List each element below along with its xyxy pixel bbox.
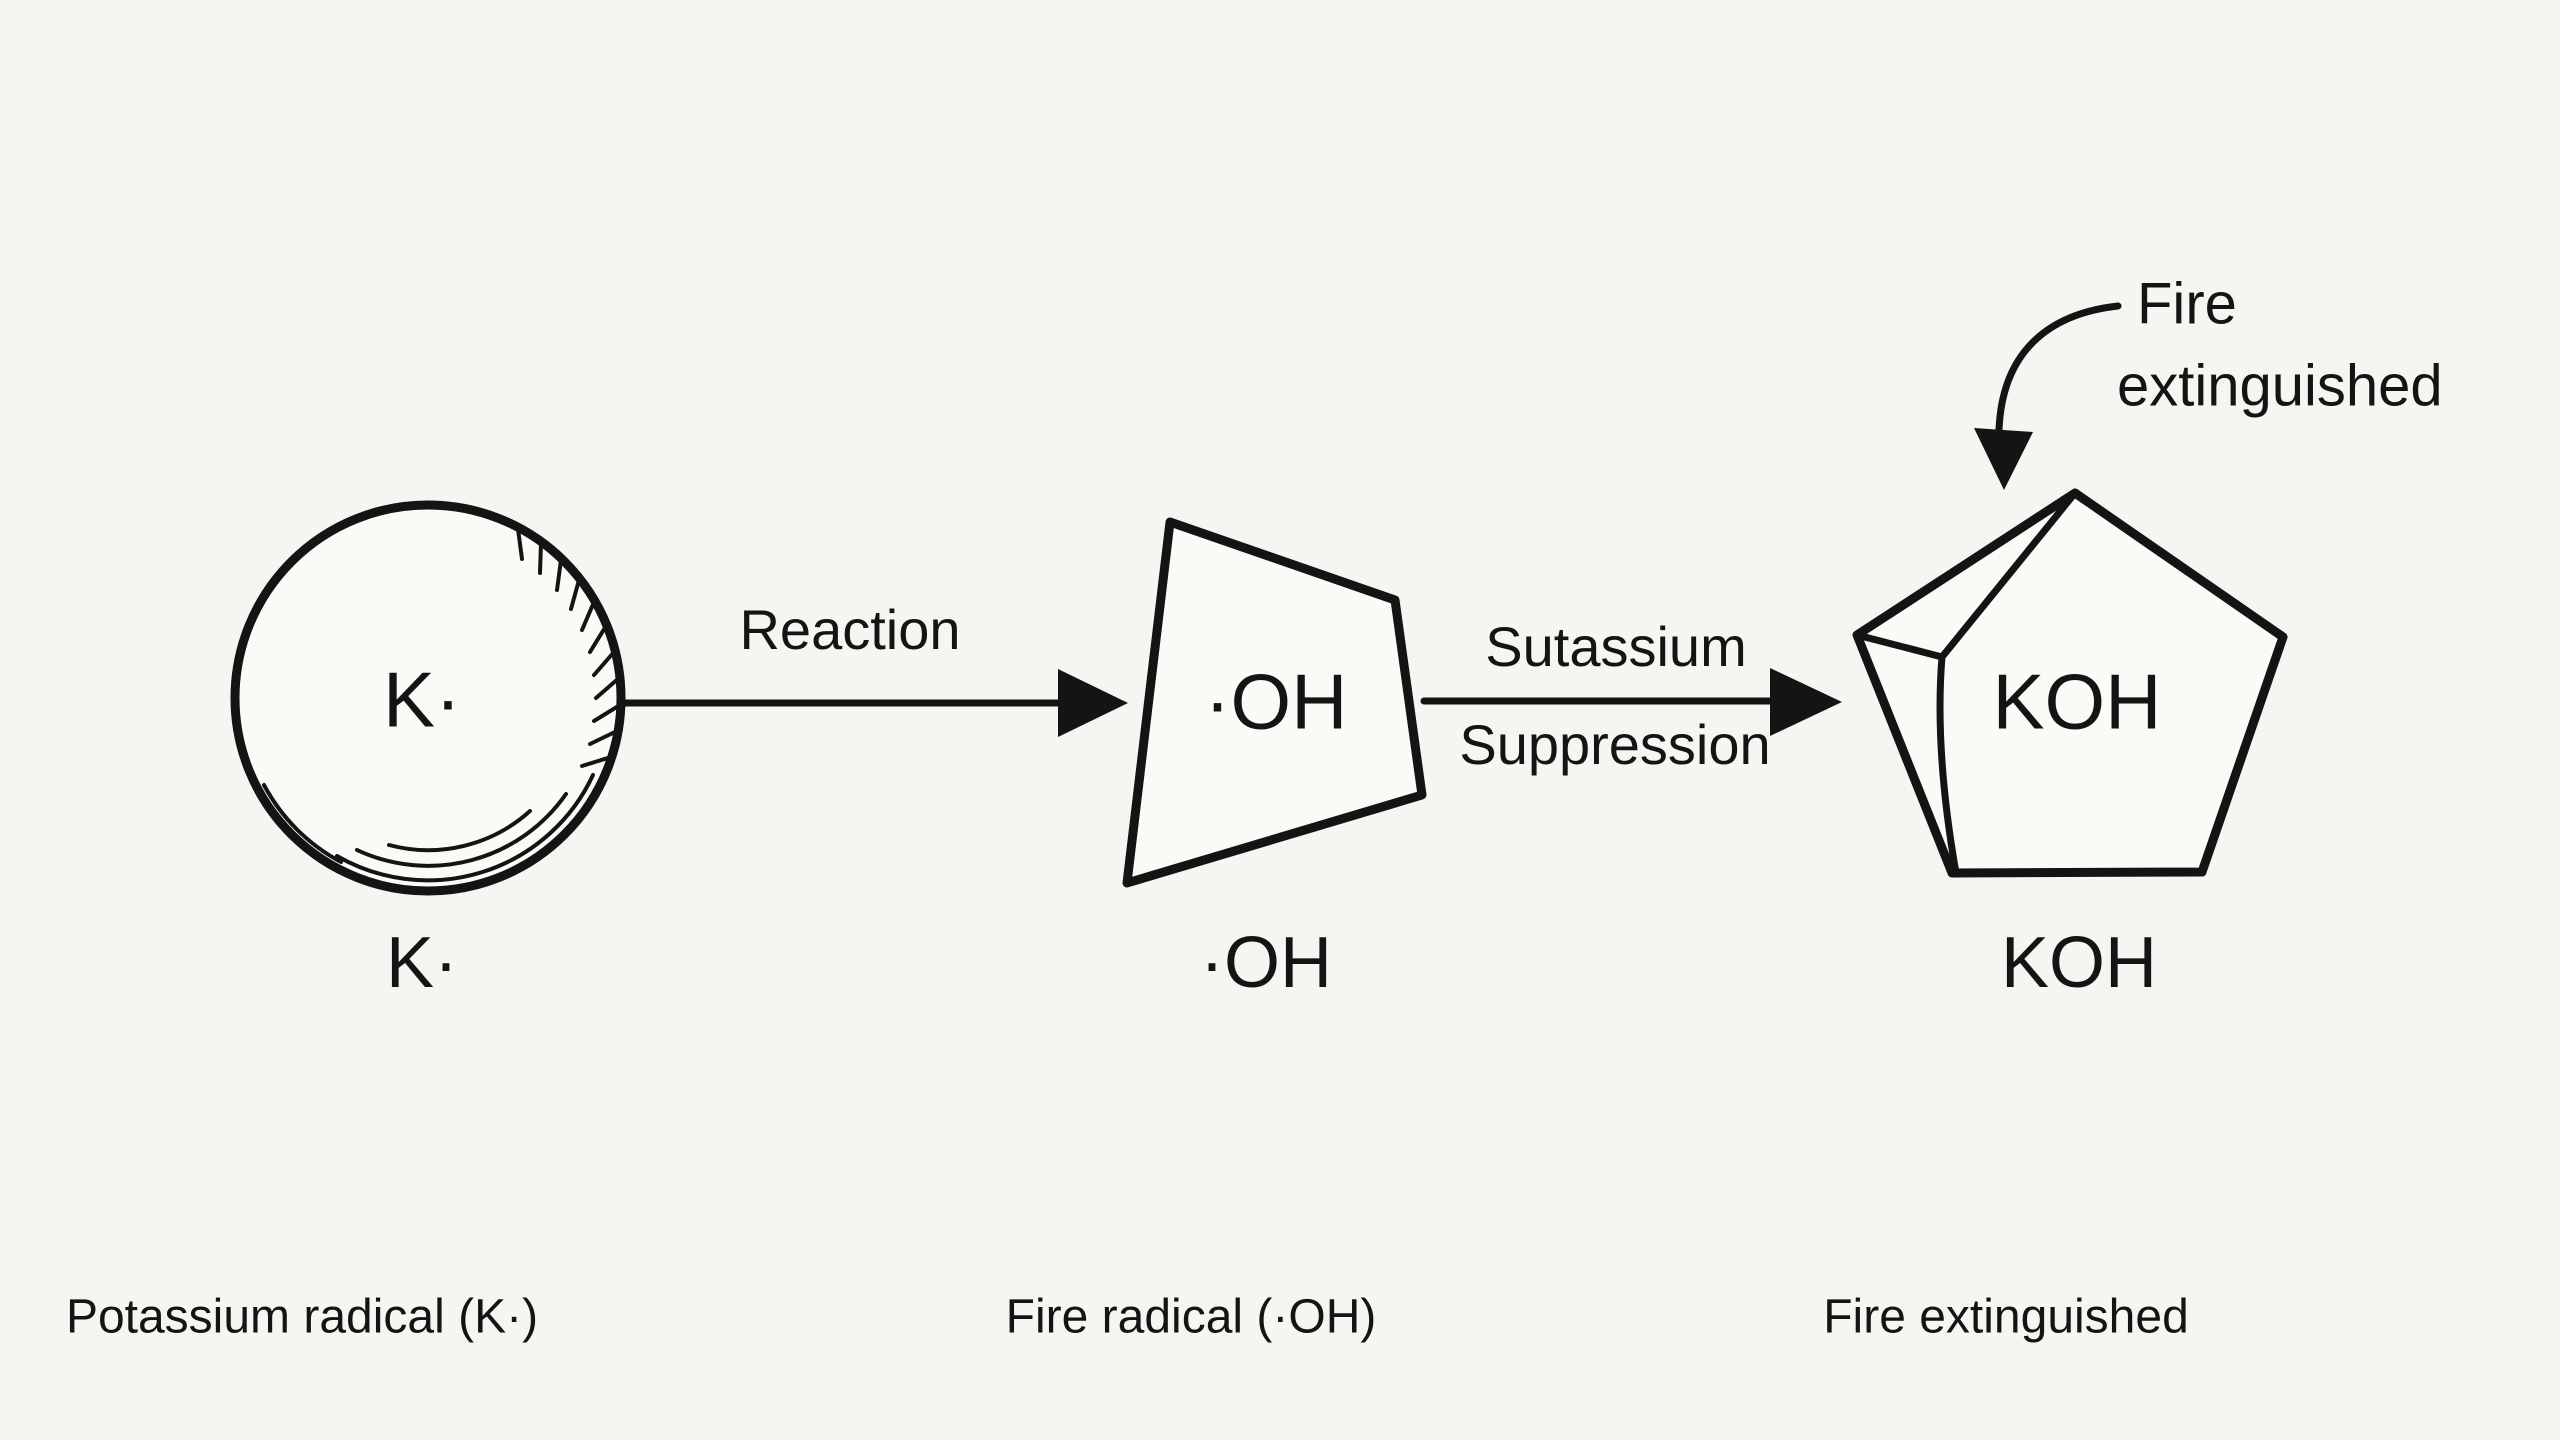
suppression-arrow: Sutassium Suppression	[1420, 615, 1842, 776]
reaction-arrow-label: Reaction	[739, 598, 960, 661]
node-fire-radical: ·OH ·OH	[1122, 517, 1427, 1003]
reaction-arrow-head-icon	[1058, 669, 1128, 737]
suppression-arrow-head-icon	[1770, 668, 1842, 736]
caption-fire-radical: Fire radical (·OH)	[1006, 1291, 1377, 1344]
sphere-shading-hatch	[262, 527, 622, 883]
node-koh: KOH KOH	[1852, 488, 2288, 1003]
potassium-symbol: K·	[383, 656, 461, 744]
koh-sublabel: KOH	[2001, 923, 2157, 1003]
quadrilateral-icon	[1122, 517, 1427, 888]
node-potassium: K· K·	[230, 500, 626, 1003]
reaction-arrow: Reaction	[621, 598, 1128, 737]
potassium-sublabel: K·	[386, 923, 458, 1003]
curved-arrow-line	[1995, 302, 2122, 434]
caption-row: Potassium radical (K·) Fire radical (·OH…	[66, 1291, 2189, 1344]
caption-potassium-radical: Potassium radical (K·)	[66, 1291, 538, 1344]
suppression-label-bottom: Suppression	[1459, 713, 1770, 776]
curved-arrow-head-icon	[1974, 428, 2033, 490]
fire-radical-sublabel: ·OH	[1200, 923, 1332, 1003]
fire-extinguished-annotation: Fire extinguished	[1974, 271, 2443, 490]
pentagon-icon	[1852, 488, 2288, 878]
annotation-fire-line2: extinguished	[2117, 353, 2443, 418]
caption-fire-extinguished: Fire extinguished	[1823, 1291, 2189, 1344]
koh-symbol: KOH	[1992, 658, 2161, 746]
fire-radical-symbol: ·OH	[1205, 658, 1348, 746]
suppression-label-top: Sutassium	[1485, 615, 1746, 678]
annotation-fire-line1: Fire	[2137, 271, 2237, 336]
sphere-icon	[230, 500, 626, 896]
pentagon-fold-lines	[1853, 489, 2079, 877]
